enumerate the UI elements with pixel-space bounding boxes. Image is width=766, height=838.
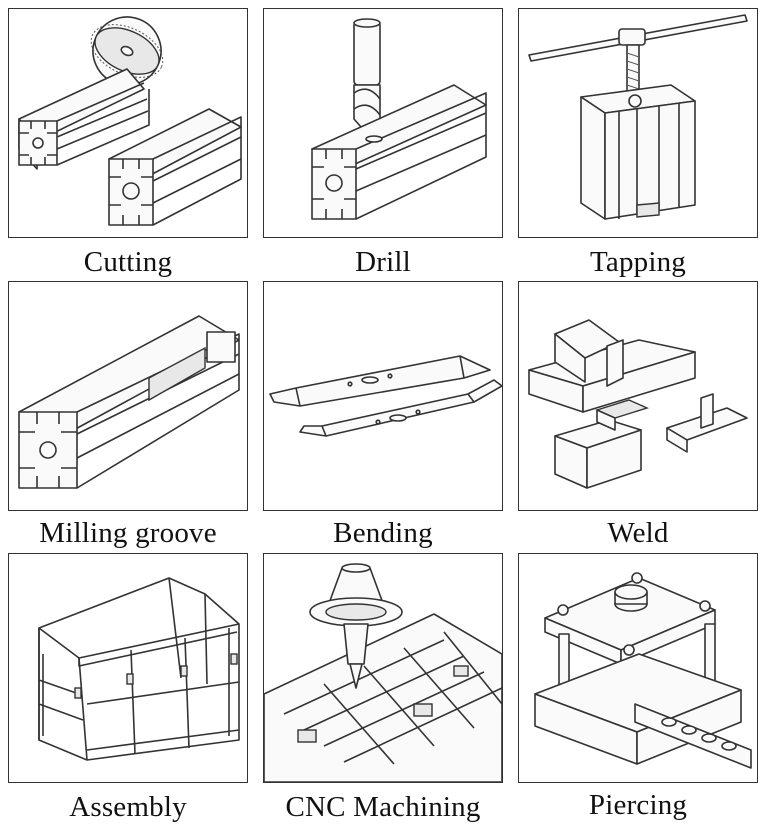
process-image-tapping [518, 8, 758, 238]
process-label-bending: Bending [333, 517, 433, 549]
process-label-piercing: Piercing [588, 789, 688, 821]
milling-groove-profile-icon [18, 315, 240, 489]
cutting-saw-profile-icon [18, 16, 242, 226]
process-image-cnc-machining [263, 553, 503, 783]
process-label-cutting: Cutting [83, 246, 173, 278]
tapping-tool-icon [528, 14, 748, 220]
process-image-drill [263, 8, 503, 238]
piercing-die-icon [534, 572, 752, 769]
process-image-assembly [8, 553, 248, 783]
bent-plates-icon [269, 355, 502, 437]
process-image-milling-groove [8, 281, 248, 511]
process-label-drill: Drill [355, 246, 411, 278]
process-label-cnc-machining: CNC Machining [285, 791, 481, 823]
process-image-bending [263, 281, 503, 511]
process-image-weld [518, 281, 758, 511]
process-image-piercing [518, 553, 758, 783]
process-image-cutting [8, 8, 248, 238]
drill-profile-icon [311, 18, 487, 220]
weld-blocks-icon [528, 319, 748, 489]
cnc-machine-icon [264, 563, 502, 782]
process-label-milling-groove: Milling groove [39, 517, 217, 549]
process-label-assembly: Assembly [69, 791, 187, 823]
frame-assembly-icon [38, 577, 240, 761]
process-label-weld: Weld [607, 517, 669, 549]
process-label-tapping: Tapping [589, 246, 687, 278]
